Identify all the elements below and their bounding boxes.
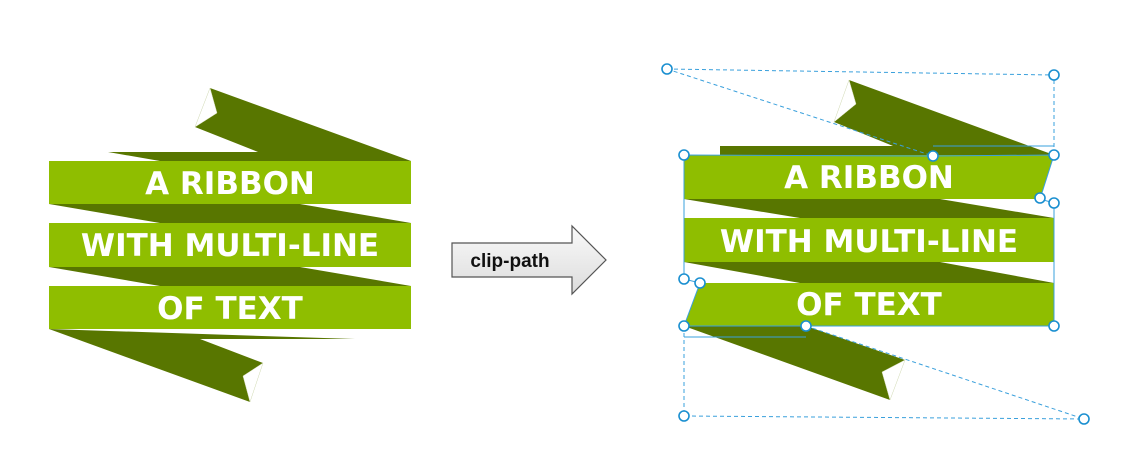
control-handle[interactable] [678, 149, 690, 161]
ribbon-top-tail [108, 88, 411, 161]
ribbon-line-1: A RIBBON [145, 166, 315, 202]
ribbon-fold [833, 79, 857, 123]
ribbon-line-2: WITH MULTI-LINE [720, 224, 1018, 260]
ribbon-line-2: WITH MULTI-LINE [81, 228, 379, 264]
control-handle[interactable] [1078, 413, 1090, 425]
ribbon-band [49, 223, 411, 267]
control-handle[interactable] [800, 320, 812, 332]
arrow-label: clip-path [470, 251, 549, 272]
control-handle[interactable] [1048, 197, 1060, 209]
ribbon-line-3: OF TEXT [157, 291, 303, 327]
ribbon-band [49, 286, 411, 329]
guide-line [683, 326, 1085, 420]
control-handle[interactable] [1048, 69, 1060, 81]
control-handle[interactable] [1048, 149, 1060, 161]
control-handle[interactable] [678, 410, 690, 422]
control-handles[interactable] [661, 63, 1090, 425]
ribbon-band [684, 283, 1054, 326]
ribbon-band [49, 161, 411, 204]
ribbon-top-tail [720, 80, 1054, 155]
arrow-shape [451, 224, 607, 296]
ribbon-bottom-tail [684, 326, 905, 400]
control-handle[interactable] [678, 273, 690, 285]
ribbon-fold [881, 359, 906, 401]
ribbon-band [684, 155, 1054, 199]
control-handle[interactable] [927, 150, 939, 162]
control-handle[interactable] [694, 277, 706, 289]
ribbon-bottom-tail [49, 329, 355, 402]
ribbon-connector [49, 267, 411, 286]
ribbon-connector [49, 204, 411, 223]
control-handle[interactable] [1034, 192, 1046, 204]
clipped-ribbon: A RIBBON WITH MULTI-LINE OF TEXT [661, 63, 1090, 425]
ribbon-line-1: A RIBBON [784, 160, 954, 196]
clip-path-arrow: clip-path [451, 224, 607, 296]
control-handle[interactable] [661, 63, 673, 75]
ribbon-connector [684, 262, 1054, 283]
control-handle[interactable] [678, 320, 690, 332]
guide-line [666, 68, 934, 157]
ribbon-connector [684, 199, 1054, 218]
ribbon-line-3: OF TEXT [796, 287, 942, 323]
ribbon-fold [194, 87, 218, 128]
control-handle[interactable] [1048, 320, 1060, 332]
ribbon-fold [242, 362, 264, 403]
ribbon-band [684, 218, 1054, 262]
original-ribbon: A RIBBON WITH MULTI-LINE OF TEXT [49, 87, 411, 403]
